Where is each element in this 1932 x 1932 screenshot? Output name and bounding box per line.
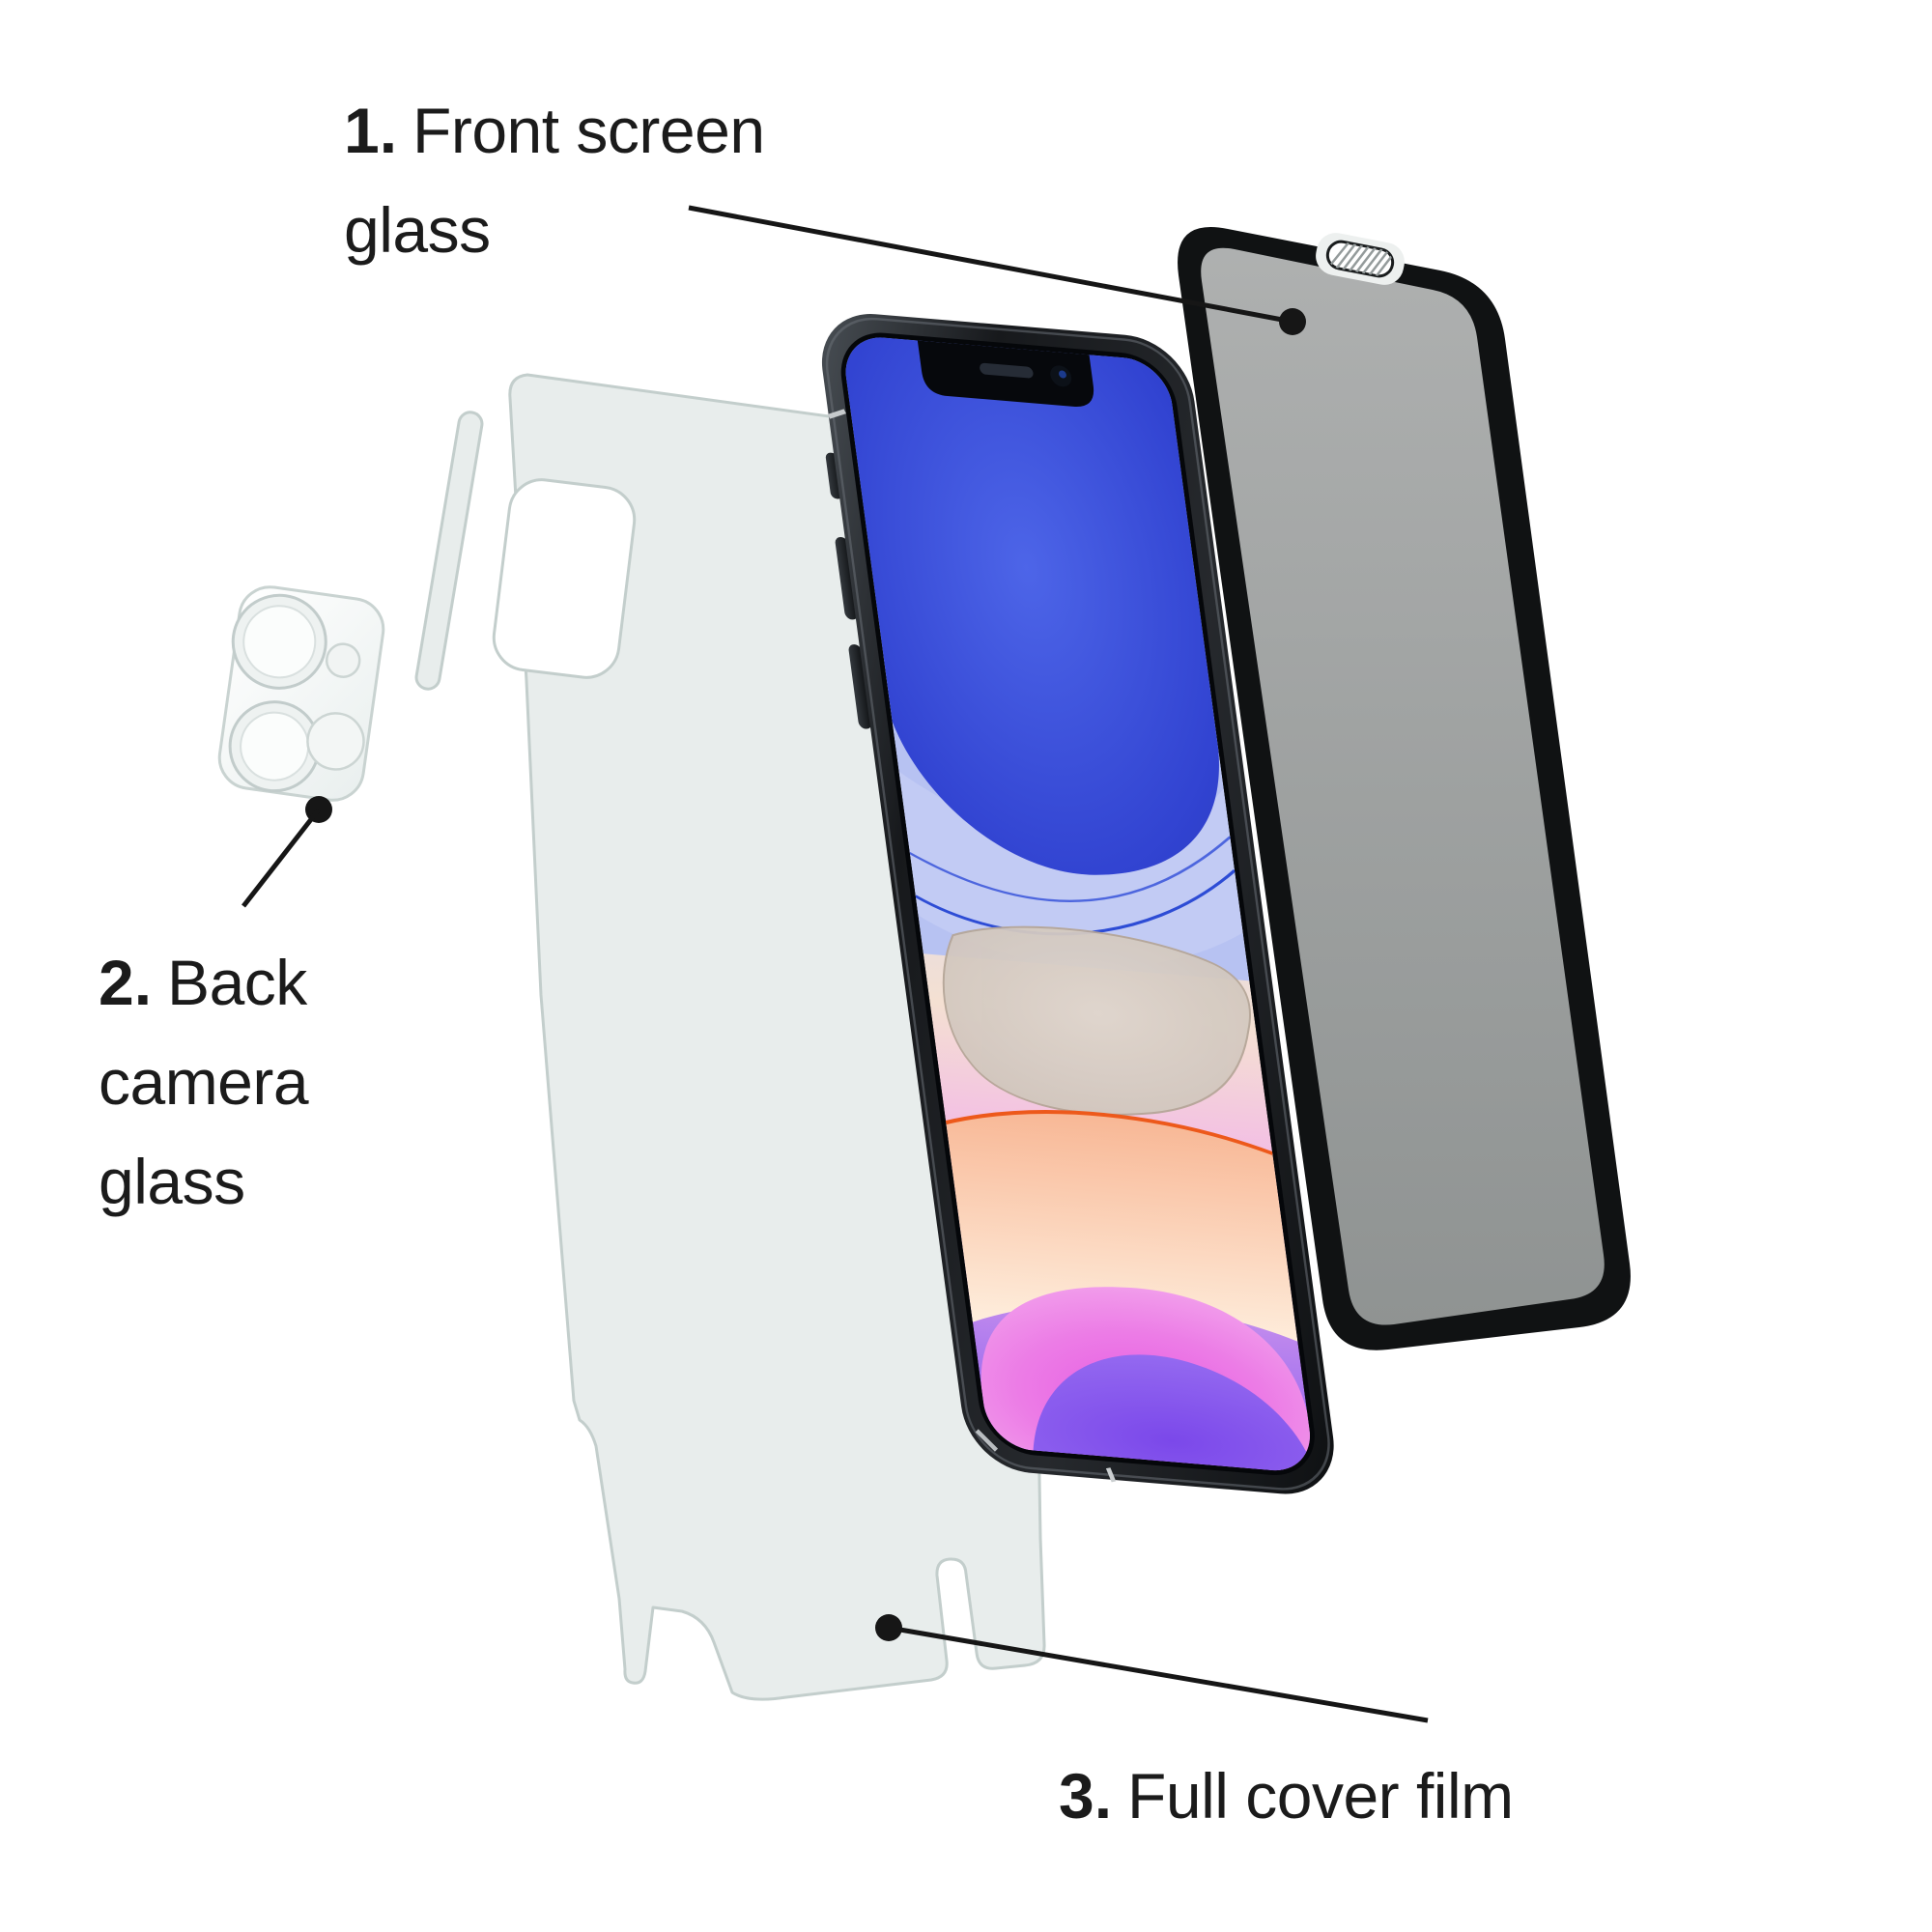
antenna-line-top-left <box>827 409 846 419</box>
label-2-line-2: camera <box>99 1045 309 1118</box>
label-2-line-3: glass <box>99 1145 245 1217</box>
glass-speaker-cutout <box>1316 233 1405 285</box>
antenna-line-bottom <box>1105 1467 1117 1483</box>
camera-lens-bottom <box>240 711 310 781</box>
wallpaper-peach-band <box>946 1112 1298 1342</box>
notch <box>917 340 1094 407</box>
wallpaper-wave-line-2 <box>909 836 1232 902</box>
label-back-camera-glass: 2.Back camera glass <box>99 933 309 1232</box>
label-1-line-1: Front screen <box>412 95 765 166</box>
iphone <box>821 314 1334 1494</box>
leader-dot-1 <box>1279 308 1306 335</box>
glass-pane <box>1201 247 1605 1325</box>
wallpaper-blue-blob <box>839 333 1219 875</box>
label-1-number: 1. <box>344 95 398 166</box>
label-front-screen-glass: 1.Front screen glass <box>344 81 765 280</box>
leader-line-3 <box>888 1625 1429 1723</box>
wallpaper-orange-line <box>945 1110 1273 1155</box>
front-camera-glint <box>1058 370 1066 379</box>
film-camera-cutout <box>492 478 637 679</box>
label-1-line-2: glass <box>344 193 491 266</box>
leader-line-camera-glass <box>242 796 332 908</box>
speaker-mesh <box>1327 240 1396 279</box>
volume-down-button <box>848 644 872 729</box>
leader-line-full-film <box>875 1614 1429 1723</box>
camera-flash-hole <box>325 642 361 678</box>
wallpaper-cream-blob <box>942 925 1252 1116</box>
antenna-line-bottom-left <box>975 1429 999 1452</box>
film-side-strip <box>414 411 484 691</box>
camera-lens-top <box>242 605 317 679</box>
camera-mic-hole <box>306 712 365 771</box>
back-camera-glass <box>217 585 385 802</box>
label-2-number: 2. <box>99 947 153 1018</box>
label-3-text: Full cover film <box>1127 1760 1514 1832</box>
label-2-line-1: Back <box>167 947 307 1018</box>
label-3-number: 3. <box>1059 1760 1113 1832</box>
wallpaper-purple-blob <box>1033 1354 1316 1474</box>
earpiece-speaker <box>980 362 1034 379</box>
leader-line-front-glass <box>688 205 1306 335</box>
front-screen-glass <box>1178 227 1631 1350</box>
label-full-cover-film: 3.Full cover film <box>1059 1747 1514 1846</box>
leader-line-2 <box>242 808 321 908</box>
phone-frame-gloss <box>825 317 1330 1491</box>
leader-line-1 <box>688 205 1293 325</box>
volume-up-button <box>835 536 859 620</box>
screen-wallpaper <box>839 333 1316 1474</box>
